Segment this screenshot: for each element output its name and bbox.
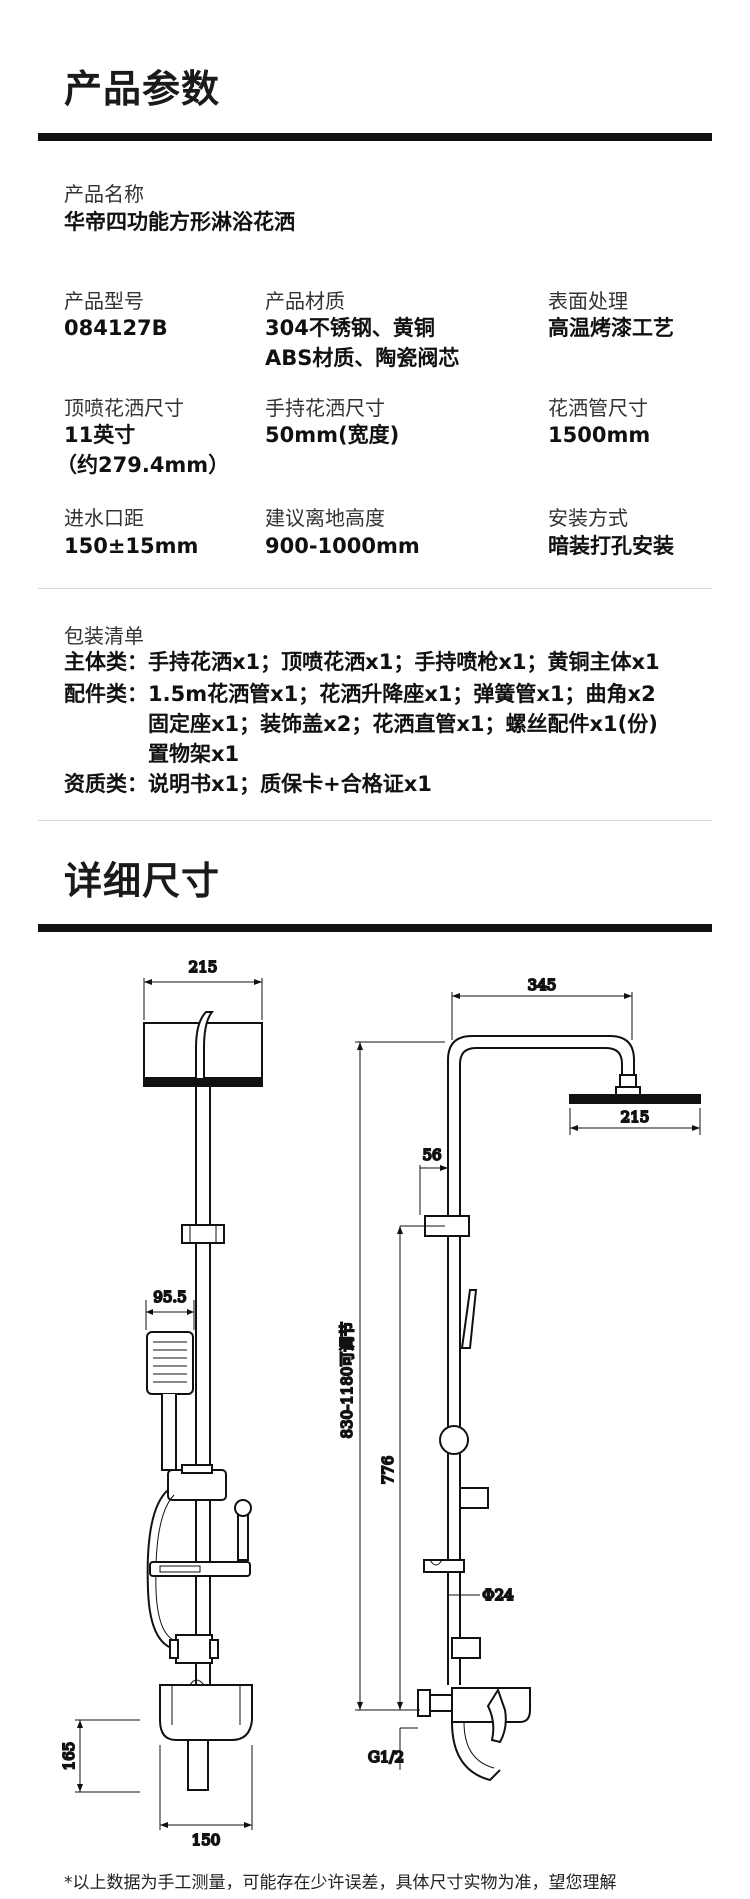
param-value: 暗装打孔安装 [548, 534, 674, 558]
param-label: 花洒管尺寸 [548, 396, 648, 420]
dim-text: Φ24 [482, 1586, 513, 1604]
packing-line: 固定座x1；装饰盖x2；花洒直管x1；螺丝配件x1(份) [64, 712, 658, 736]
dim-text: 776 [379, 1456, 397, 1485]
param-label: 安装方式 [548, 506, 628, 530]
param-value: 150±15mm [64, 534, 199, 558]
dimension-drawing: 215 95.5 165 150 345 215 56 830-1180可调节 … [59, 957, 701, 1850]
param-value: 304不锈钢、黄铜 [265, 316, 435, 340]
param-label: 表面处理 [548, 289, 628, 313]
param-value-name: 华帝四功能方形淋浴花洒 [64, 210, 295, 234]
dim-text: 215 [621, 1108, 650, 1126]
param-label-name: 产品名称 [64, 182, 144, 206]
dim-text: G1/2 [368, 1748, 404, 1766]
divider [38, 588, 712, 589]
param-value: 50mm(宽度) [265, 423, 400, 447]
param-value: 11英寸 [64, 423, 136, 447]
param-value: （约279.4mm） [56, 453, 230, 477]
param-value: 高温烤漆工艺 [548, 316, 674, 340]
dim-text: 345 [528, 976, 557, 994]
param-label: 建议离地高度 [265, 506, 385, 530]
param-label: 顶喷花洒尺寸 [64, 396, 184, 420]
packing-line: 配件类：1.5m花洒管x1；花洒升降座x1；弹簧管x1；曲角x2 [64, 682, 656, 706]
side-view [355, 992, 701, 1782]
section-title-dims: 详细尺寸 [64, 859, 221, 903]
param-label: 手持花洒尺寸 [265, 396, 385, 420]
dim-text: 56 [422, 1146, 441, 1164]
dim-text: 150 [192, 1831, 221, 1849]
packing-label: 包装清单 [64, 624, 144, 648]
param-label: 产品材质 [265, 289, 345, 313]
packing-line: 资质类：说明书x1；质保卡+合格证x1 [64, 772, 432, 796]
packing-line: 主体类：手持花洒x1；顶喷花洒x1；手持喷枪x1；黄铜主体x1 [64, 650, 660, 674]
front-view [75, 978, 263, 1830]
dim-text: 95.5 [153, 1288, 186, 1306]
dim-text: 830-1180可调节 [338, 1322, 356, 1439]
footnote: *以上数据为手工测量，可能存在少许误差，具体尺寸实物为准，望您理解 [64, 1873, 617, 1893]
packing-line: 置物架x1 [64, 742, 240, 766]
param-label: 进水口距 [64, 506, 144, 530]
param-label: 产品型号 [64, 289, 144, 313]
dim-text: 165 [60, 1742, 78, 1771]
section-title-params: 产品参数 [64, 67, 221, 111]
param-value: 900-1000mm [265, 534, 420, 558]
param-value: 1500mm [548, 423, 651, 447]
param-value: 084127B [64, 316, 168, 340]
section-bar [38, 924, 712, 932]
section-bar [38, 133, 712, 141]
dim-text: 215 [189, 958, 218, 976]
divider [38, 820, 712, 821]
param-value: ABS材质、陶瓷阀芯 [265, 346, 460, 370]
